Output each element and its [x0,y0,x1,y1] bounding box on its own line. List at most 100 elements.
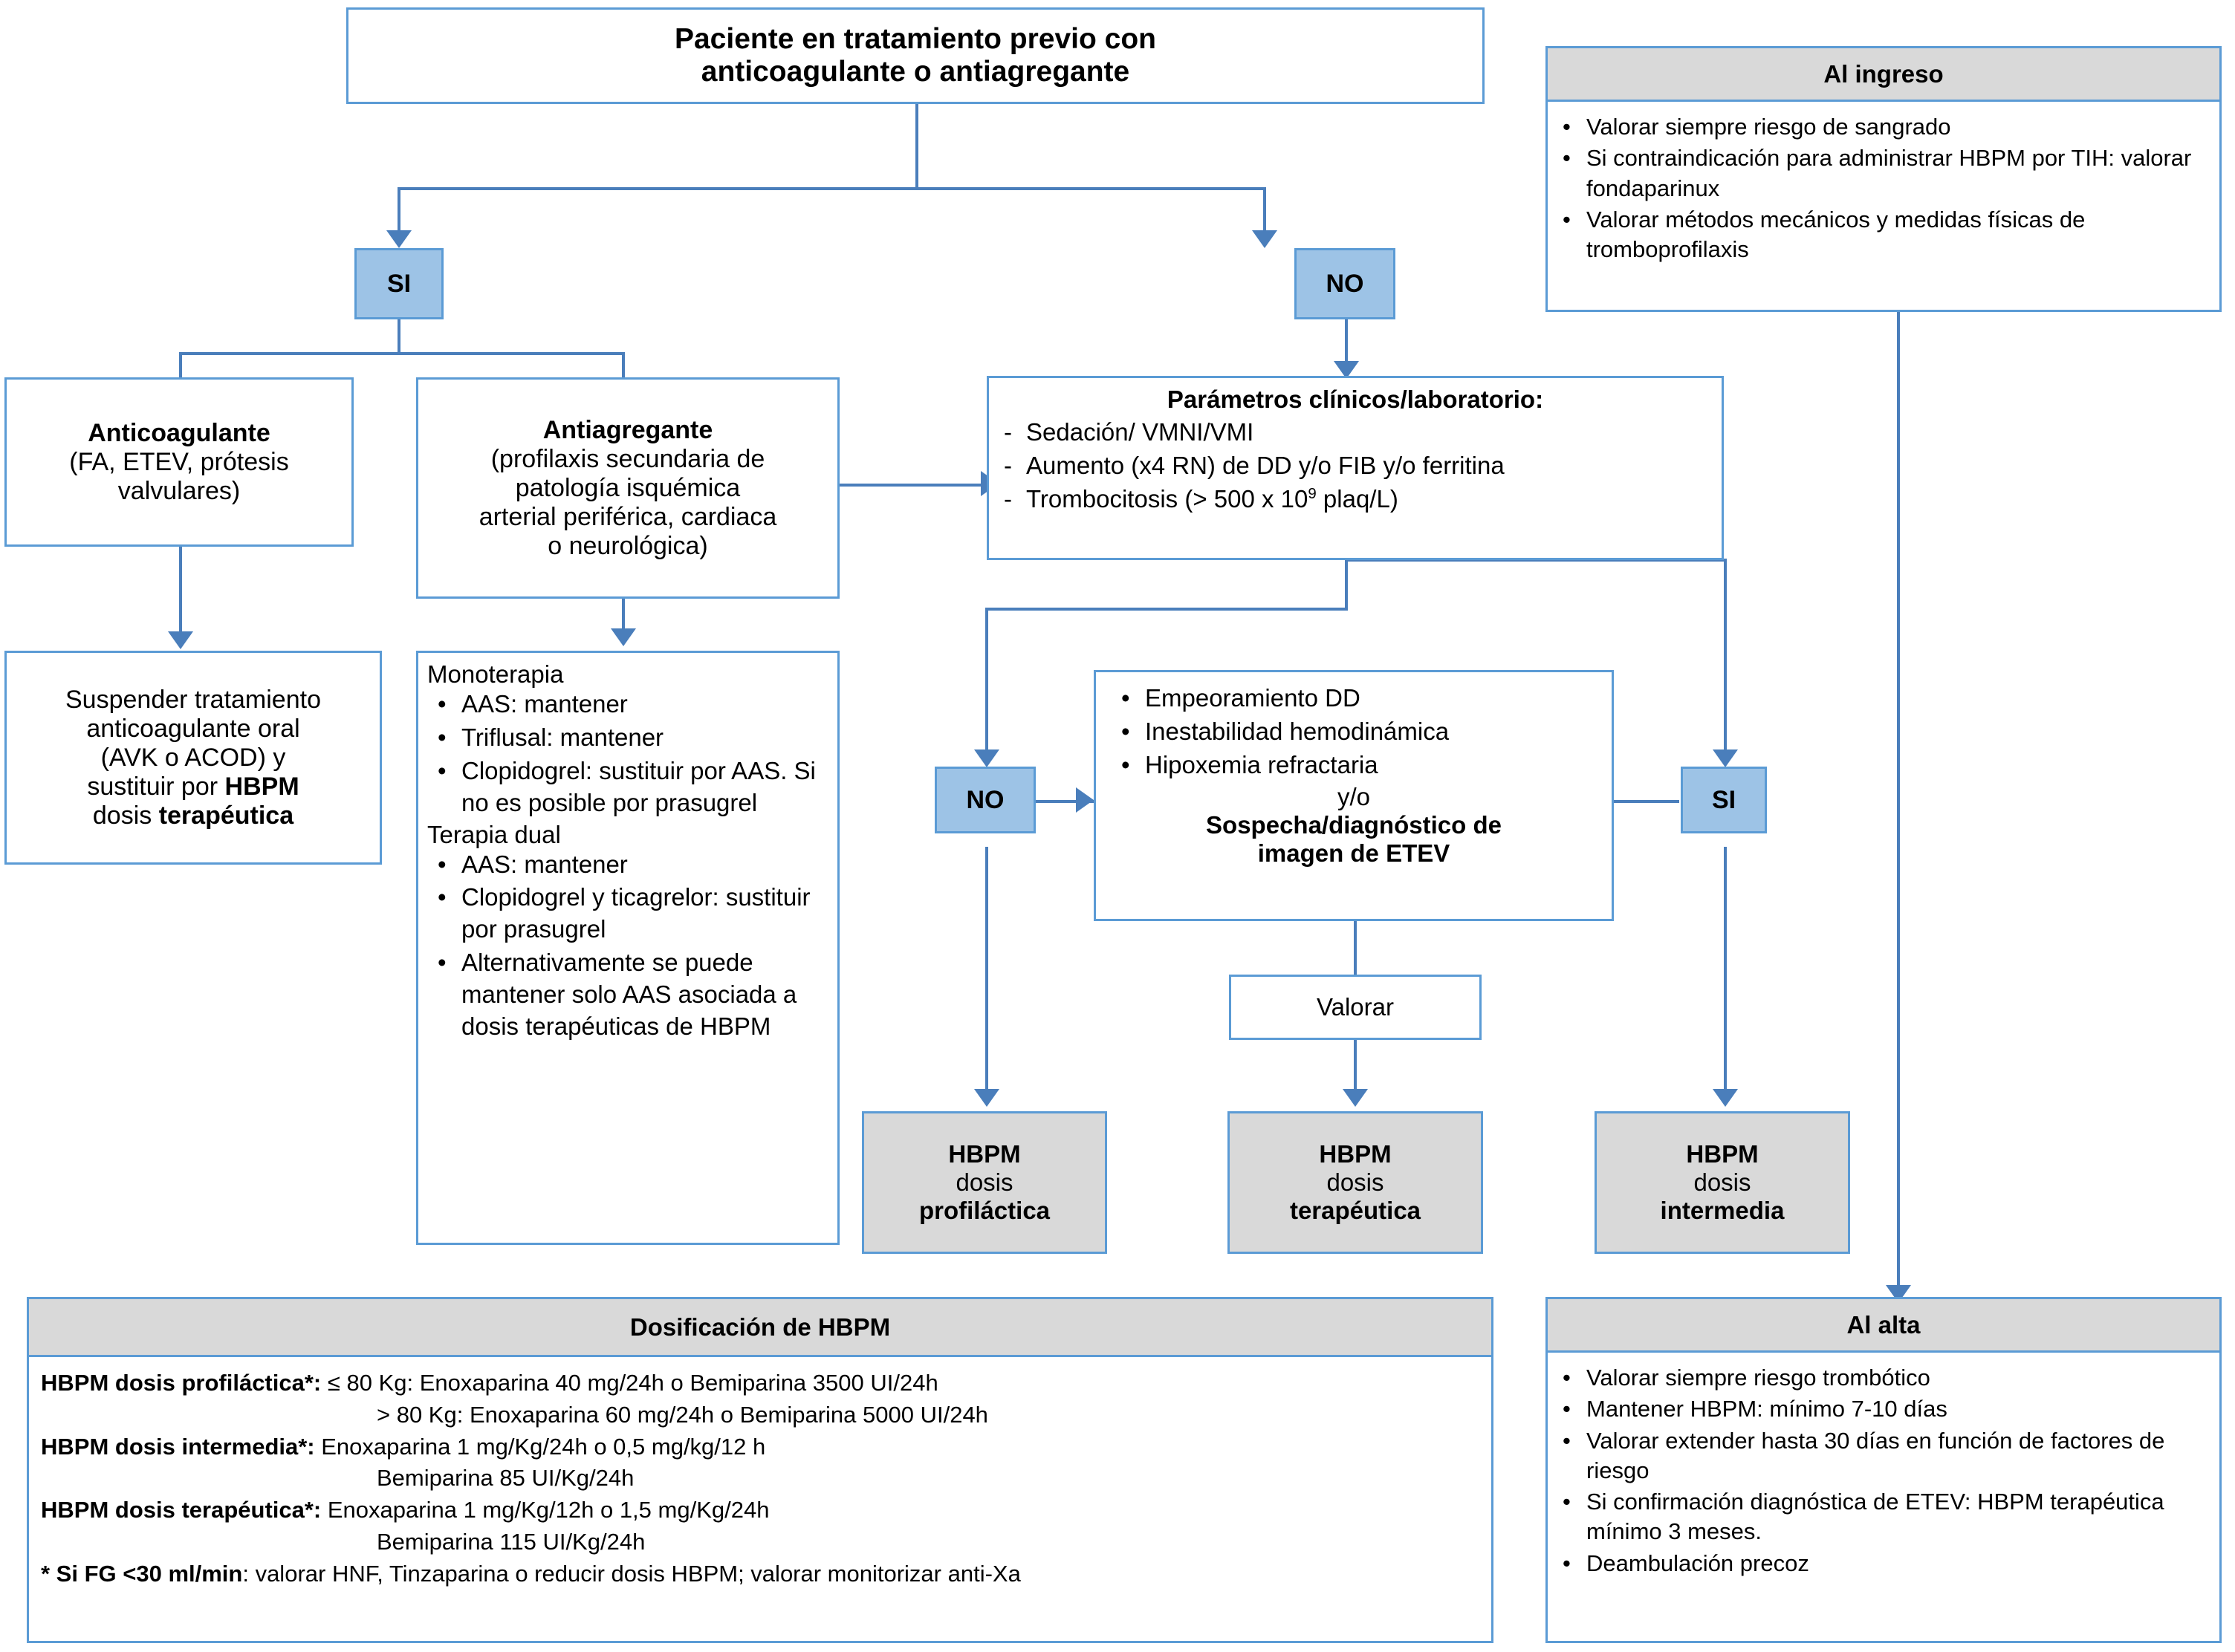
decision-no-mid[interactable]: NO [935,767,1036,833]
arrow-to-intermedia [1713,1089,1738,1107]
suspender-l4: sustituir por HBPM [87,773,299,801]
arrow-to-si-top [386,230,412,248]
dosing-row: Bemiparina 115 UI/Kg/24h [41,1526,1479,1558]
arrow-no-mid-to-worsening [1076,787,1094,813]
outcome-l2: dosis [956,1168,1013,1196]
dosing-label: HBPM dosis intermedia*: [41,1433,315,1460]
outcome-l1: HBPM [948,1140,1021,1168]
dosing-row: HBPM dosis intermedia*: Enoxaparina 1 mg… [41,1431,1479,1463]
list-item: Aumento (x4 RN) de DD y/o FIB y/o ferrit… [992,450,1722,482]
discharge-list: Valorar siempre riesgo trombótico Manten… [1548,1353,2219,1578]
parametros-box: Parámetros clínicos/laboratorio: Sedació… [987,376,1724,560]
connector-params-bar [985,608,1348,611]
connector-params-left [985,608,988,752]
arrow-to-monoterapia [611,628,636,646]
connector-antiagg-down [622,597,625,631]
anticoagulante-sub1: (FA, ETEV, prótesis [69,447,289,476]
decision-si-top[interactable]: SI [354,248,444,319]
suspender-l4-bold: HBPM [224,772,299,801]
connector-params-right-bar [1345,559,1727,562]
list-item: Trombocitosis (> 500 x 109 plaq/L) [992,484,1722,516]
admission-header: Al ingreso [1548,48,2219,102]
dosing-label: HBPM dosis profiláctica*: [41,1370,322,1396]
dosing-text: : valorar HNF, Tinzaparina o reducir dos… [242,1560,1021,1587]
connector-valorar-down [1354,1039,1357,1091]
discharge-header: Al alta [1548,1299,2219,1353]
arrow-to-terapeutica [1343,1089,1368,1107]
list-item: Clopidogrel: sustituir por AAS. Si no es… [427,755,833,819]
dosing-header: Dosificación de HBPM [29,1299,1491,1357]
admission-list: Valorar siempre riesgo de sangrado Si co… [1548,102,2219,264]
arrow-to-profilactica [974,1089,999,1107]
antiagregante-box: Antiagregante (profilaxis secundaria de … [416,377,840,599]
outcome-l3: intermedia [1660,1197,1785,1224]
dosing-row: Bemiparina 85 UI/Kg/24h [41,1463,1479,1495]
admission-panel: Al ingreso Valorar siempre riesgo de san… [1545,46,2222,312]
dosing-text: Enoxaparina 1 mg/Kg/24h o 0,5 mg/kg/12 h [314,1433,766,1460]
trombo-post: plaq/L) [1316,484,1398,513]
dosing-text: > 80 Kg: Enoxaparina 60 mg/24h o Bemipar… [377,1401,988,1428]
list-item: Si confirmación diagnóstica de ETEV: HBP… [1552,1487,2212,1547]
list-item: Valorar siempre riesgo de sangrado [1552,112,2212,143]
connector-root-bar [398,187,1263,190]
decision-si-mid[interactable]: SI [1681,767,1767,833]
dosing-text: Bemiparina 115 UI/Kg/24h [377,1528,646,1555]
list-item: Hipoxemia refractaria [1111,749,1607,781]
list-item: Valorar métodos mecánicos y medidas físi… [1552,205,2212,265]
outcome-intermedia: HBPM dosis intermedia [1595,1111,1850,1254]
list-item: AAS: mantener [427,849,833,881]
dosing-text: Enoxaparina 1 mg/Kg/12h o 1,5 mg/Kg/24h [321,1497,770,1523]
list-item: Si contraindicación para administrar HBP… [1552,143,2212,204]
decision-no-top[interactable]: NO [1294,248,1395,319]
worsening-bold-l2: imagen de ETEV [1257,839,1450,867]
connector-params-down [1345,559,1348,609]
arrow-to-suspender [168,631,193,649]
connector-to-si-top [398,187,400,232]
parametros-title: Parámetros clínicos/laboratorio: [1167,386,1544,413]
connector-root-down [915,104,918,190]
outcome-l2: dosis [1326,1168,1384,1196]
outcome-terapeutica: HBPM dosis terapéutica [1227,1111,1483,1254]
suspender-l1: Suspender tratamiento [65,685,321,714]
antiagregante-sub1: (profilaxis secundaria de [490,444,765,473]
terapia-dual-title: Terapia dual [427,820,561,848]
anticoagulante-box: Anticoagulante (FA, ETEV, prótesis valvu… [4,377,354,547]
list-item: Mantener HBPM: mínimo 7-10 días [1552,1394,2212,1425]
connector-anticoag-down [179,545,182,634]
connector-si-right [622,352,625,397]
root-title-line1: Paciente en tratamiento previo con [674,23,1156,55]
list-item: Triflusal: mantener [427,722,833,754]
dosing-rows: HBPM dosis profiláctica*: ≤ 80 Kg: Enoxa… [29,1357,1491,1600]
dosing-row: HBPM dosis profiláctica*: ≤ 80 Kg: Enoxa… [41,1368,1479,1399]
outcome-l1: HBPM [1686,1140,1759,1168]
connector-si-mid-left [1601,800,1679,803]
worsening-bold-l1: Sospecha/diagnóstico de [1206,810,1502,839]
connector-antiagg-to-params [838,484,987,487]
arrow-to-si-mid [1713,749,1738,767]
root-title-box: Paciente en tratamiento previo con antic… [346,7,1485,104]
worsening-list: Empeoramiento DD Inestabilidad hemodinám… [1100,683,1607,781]
list-item: AAS: mantener [427,689,833,721]
connector-si-left [179,352,182,397]
root-title-line2: anticoagulante o antiagregante [701,56,1130,88]
suspender-l2: anticoagulante oral [86,714,300,743]
dosing-label: HBPM dosis terapéutica*: [41,1497,322,1523]
dosing-text: ≤ 80 Kg: Enoxaparina 40 mg/24h o Bemipar… [321,1370,938,1396]
arrow-to-no-mid [974,749,999,767]
antiagregante-sub2: patología isquémica [515,473,741,502]
connector-no-mid-down [985,847,988,1092]
valorar-box: Valorar [1229,975,1482,1040]
outcome-l3: terapéutica [1289,1197,1421,1224]
suspender-l5: dosis terapéutica [93,801,293,830]
connector-no-top-down [1345,318,1348,364]
connector-no-mid-right [1019,800,1094,803]
discharge-panel: Al alta Valorar siempre riesgo trombótic… [1545,1297,2222,1643]
suspender-l5-bold: terapéutica [158,801,294,830]
connector-to-no-top [1263,187,1266,232]
terapia-box: Monoterapia AAS: mantener Triflusal: man… [416,651,840,1245]
suspender-l3: (AVK o ACOD) y [100,743,286,772]
suspender-box: Suspender tratamiento anticoagulante ora… [4,651,382,865]
worsening-conjunction: y/o [1337,782,1371,810]
dosing-label: * Si FG <30 ml/min [41,1560,243,1587]
